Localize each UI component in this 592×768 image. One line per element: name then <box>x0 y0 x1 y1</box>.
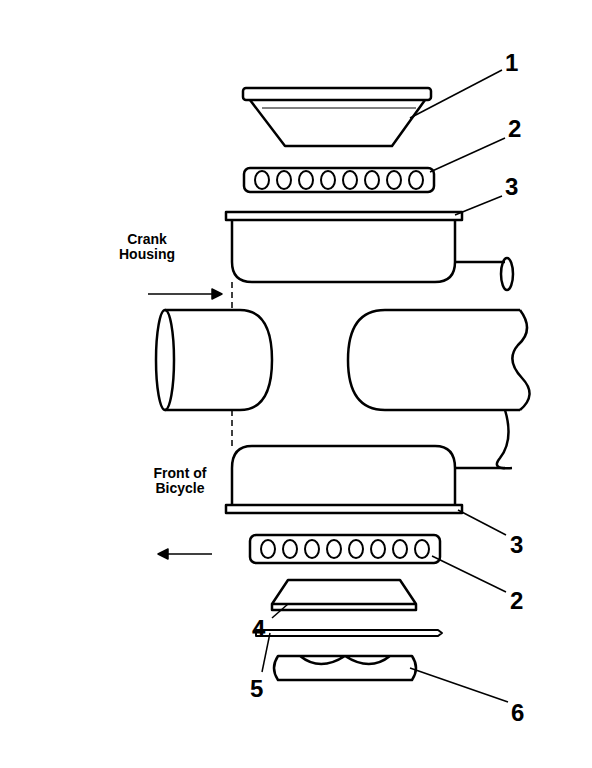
callout-number: 6 <box>511 700 524 725</box>
leader-line <box>262 70 508 702</box>
callout-number: 2 <box>510 588 523 613</box>
ball-retainer <box>244 168 434 192</box>
bearing-ball <box>255 171 269 189</box>
bearing-ball <box>409 171 423 189</box>
bearing-cup <box>243 88 431 146</box>
bearing-ball <box>305 540 319 558</box>
crank-housing <box>156 212 530 513</box>
bearing-ball <box>393 540 407 558</box>
callout-number: 4 <box>252 616 265 641</box>
bearing-ball <box>415 540 429 558</box>
callout-number: 3 <box>510 532 523 557</box>
bearing-ball <box>349 540 363 558</box>
bearing-ball <box>343 171 357 189</box>
bearing-ball <box>277 171 291 189</box>
adjustable-cup <box>272 580 416 610</box>
washer <box>256 630 442 636</box>
part-label: Crank Housing <box>112 232 182 261</box>
bearing-ball <box>299 171 313 189</box>
bearing-ball <box>371 540 385 558</box>
callout-number: 5 <box>250 676 263 701</box>
lock-ring <box>274 656 416 680</box>
ball-retainer <box>250 535 440 563</box>
callout-number: 3 <box>505 174 518 199</box>
bearing-ball <box>387 171 401 189</box>
part-label: Front of Bicycle <box>150 466 210 495</box>
bearing-ball <box>283 540 297 558</box>
pointer-arrow <box>148 289 222 559</box>
bearing-ball <box>365 171 379 189</box>
bearing-ball <box>327 540 341 558</box>
bearing-ball <box>261 540 275 558</box>
callout-number: 2 <box>508 116 521 141</box>
callout-number: 1 <box>505 50 518 75</box>
bearing-ball <box>321 171 335 189</box>
